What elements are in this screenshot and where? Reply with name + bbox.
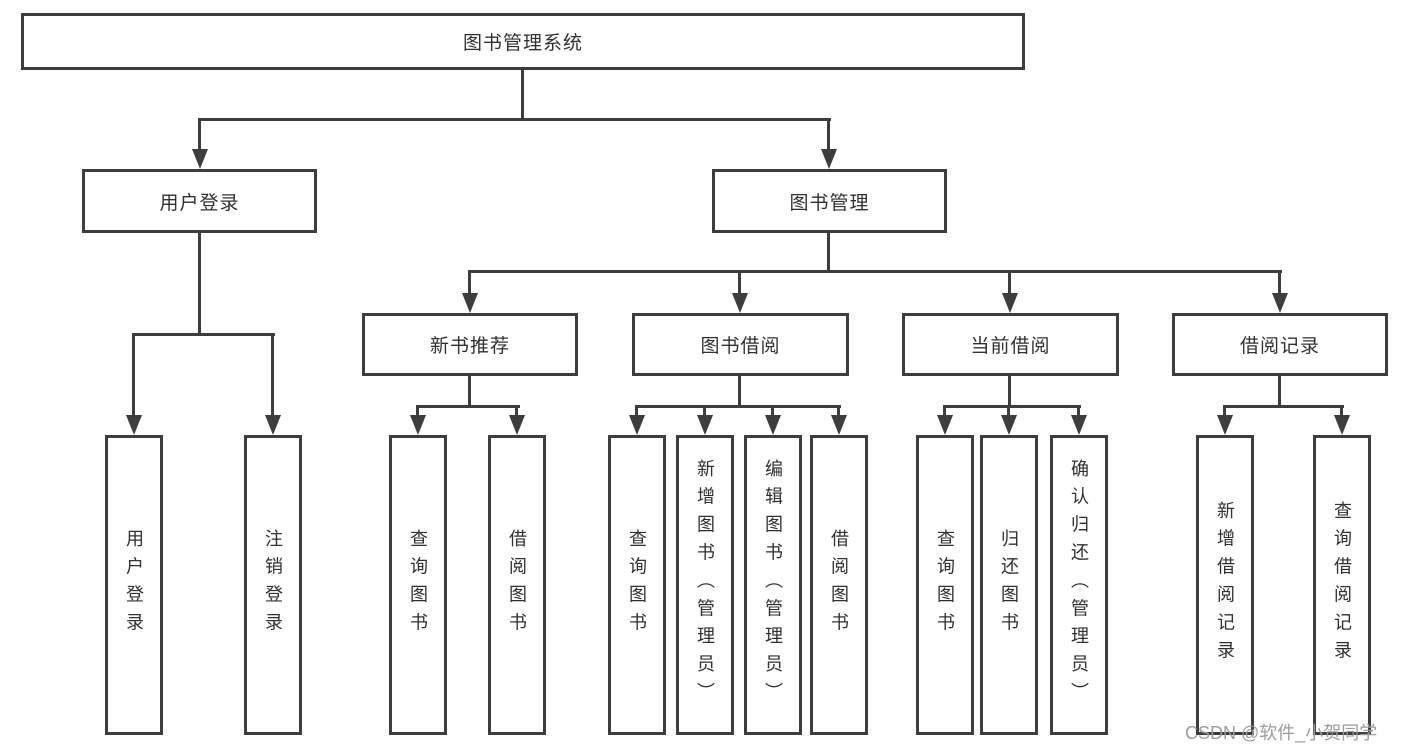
- leaf-borrowing-edit-books-admin-label: 编辑图书（管理员）: [763, 459, 783, 711]
- leaf-recommend-borrow-books: 借阅图书: [488, 435, 546, 735]
- connector-line: [771, 405, 774, 419]
- connector-line: [1008, 270, 1011, 298]
- node-root-system: 图书管理系统: [21, 13, 1025, 70]
- leaf-borrowing-add-books-admin-label: 新增图书（管理员）: [695, 459, 715, 711]
- node-book-management-label: 图书管理: [789, 192, 870, 214]
- arrow-down-icon: [937, 415, 953, 435]
- connector-line: [198, 118, 201, 152]
- leaf-records-add-record-label: 新增借阅记录: [1215, 501, 1235, 669]
- connector-line: [635, 405, 841, 408]
- connector-line: [132, 333, 135, 418]
- node-new-book-recommend: 新书推荐: [362, 313, 578, 376]
- leaf-borrowing-query-books-label: 查询图书: [627, 529, 647, 641]
- connector-line: [1007, 405, 1010, 419]
- connector-line: [198, 233, 201, 336]
- arrow-down-icon: [765, 415, 781, 435]
- node-root-system-label: 图书管理系统: [462, 33, 583, 54]
- leaf-borrowing-edit-books-admin: 编辑图书（管理员）: [744, 435, 802, 735]
- arrow-down-icon: [509, 415, 525, 435]
- leaf-current-query-books: 查询图书: [916, 435, 974, 735]
- connector-line: [738, 376, 741, 408]
- connector-line: [943, 405, 1081, 408]
- arrow-down-icon: [1217, 415, 1233, 435]
- connector-line: [468, 270, 1282, 273]
- connector-line: [198, 118, 831, 121]
- connector-line: [1008, 376, 1011, 408]
- arrow-down-icon: [192, 149, 208, 169]
- node-book-borrowing: 图书借阅: [632, 313, 849, 376]
- leaf-records-add-record: 新增借阅记录: [1196, 435, 1254, 735]
- leaf-user-login-label: 用户登录: [124, 529, 144, 641]
- connector-line: [416, 405, 520, 408]
- arrow-down-icon: [410, 415, 426, 435]
- connector-line: [1223, 405, 1344, 408]
- node-current-borrowing: 当前借阅: [902, 313, 1119, 376]
- arrow-down-icon: [821, 149, 837, 169]
- arrow-down-icon: [1002, 293, 1018, 313]
- connector-line: [1223, 405, 1226, 419]
- arrow-down-icon: [1272, 293, 1288, 313]
- arrow-down-icon: [126, 415, 142, 435]
- leaf-recommend-query-books: 查询图书: [389, 435, 447, 735]
- connector-line: [132, 333, 275, 336]
- leaf-records-query-record: 查询借阅记录: [1313, 435, 1371, 735]
- connector-line: [837, 405, 840, 419]
- connector-line: [1077, 405, 1080, 419]
- leaf-recommend-query-books-label: 查询图书: [408, 529, 428, 641]
- connector-line: [827, 233, 830, 273]
- connector-line: [943, 405, 946, 419]
- leaf-logout: 注销登录: [244, 435, 302, 735]
- leaf-current-confirm-return-admin: 确认归还（管理员）: [1050, 435, 1108, 735]
- leaf-borrowing-add-books-admin: 新增图书（管理员）: [676, 435, 734, 735]
- arrow-down-icon: [697, 415, 713, 435]
- connector-line: [827, 118, 830, 152]
- leaf-current-confirm-return-admin-label: 确认归还（管理员）: [1069, 459, 1089, 711]
- arrow-down-icon: [462, 293, 478, 313]
- leaf-recommend-borrow-books-label: 借阅图书: [507, 529, 527, 641]
- node-user-login: 用户登录: [82, 169, 317, 233]
- leaf-user-login: 用户登录: [105, 435, 163, 735]
- arrow-down-icon: [732, 293, 748, 313]
- node-new-book-recommend-label: 新书推荐: [429, 336, 510, 357]
- node-current-borrowing-label: 当前借阅: [970, 336, 1051, 357]
- leaf-borrowing-borrow-books-label: 借阅图书: [829, 529, 849, 641]
- connector-line: [468, 270, 471, 298]
- arrow-down-icon: [265, 415, 281, 435]
- leaf-records-query-record-label: 查询借阅记录: [1332, 501, 1352, 669]
- arrow-down-icon: [1071, 415, 1087, 435]
- leaf-borrowing-query-books: 查询图书: [608, 435, 666, 735]
- connector-line: [468, 376, 471, 408]
- csdn-watermark: CSDN @软件_小贺同学: [1185, 723, 1378, 743]
- connector-line: [703, 405, 706, 419]
- node-book-management: 图书管理: [712, 169, 947, 233]
- connector-line: [1278, 376, 1281, 408]
- connector-line: [416, 405, 419, 419]
- connector-line: [738, 270, 741, 298]
- node-book-borrowing-label: 图书借阅: [700, 336, 781, 357]
- connector-line: [1278, 270, 1281, 298]
- leaf-current-return-books-label: 归还图书: [999, 529, 1019, 641]
- connector-line: [515, 405, 518, 419]
- arrow-down-icon: [831, 415, 847, 435]
- connector-line: [271, 333, 274, 418]
- connector-line: [1340, 405, 1343, 419]
- arrow-down-icon: [629, 415, 645, 435]
- node-borrowing-records-label: 借阅记录: [1239, 336, 1320, 357]
- leaf-current-return-books: 归还图书: [980, 435, 1038, 735]
- connector-line: [521, 70, 524, 118]
- connector-line: [635, 405, 638, 419]
- node-user-login-label: 用户登录: [159, 192, 240, 214]
- node-borrowing-records: 借阅记录: [1172, 313, 1388, 376]
- arrow-down-icon: [1334, 415, 1350, 435]
- leaf-logout-label: 注销登录: [263, 529, 283, 641]
- arrow-down-icon: [1001, 415, 1017, 435]
- leaf-borrowing-borrow-books: 借阅图书: [810, 435, 868, 735]
- leaf-current-query-books-label: 查询图书: [935, 529, 955, 641]
